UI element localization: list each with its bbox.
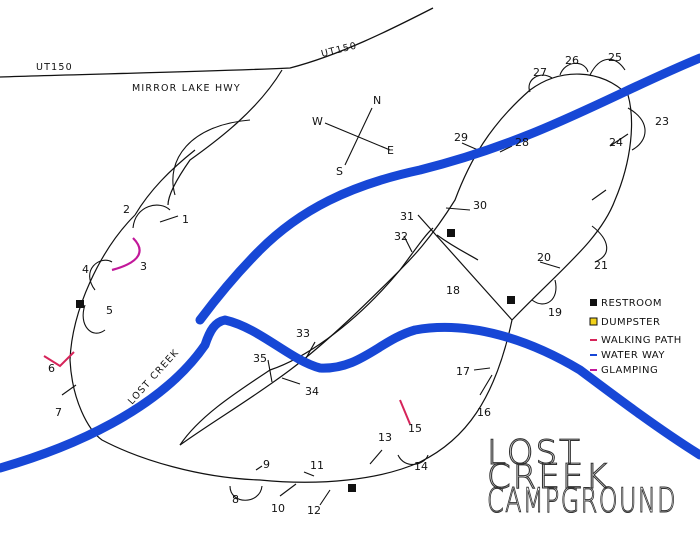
glamping-site-3 bbox=[111, 237, 141, 272]
site-label: 35 bbox=[253, 352, 267, 365]
site-label: 9 bbox=[263, 458, 270, 471]
site-label: 15 bbox=[408, 422, 422, 435]
restroom-marker bbox=[348, 484, 356, 492]
map-legend: RESTROOM DUMPSTER WALKING PATH WATER WAY… bbox=[589, 298, 682, 376]
compass-rose bbox=[324, 107, 391, 166]
site-label: 10 bbox=[271, 502, 285, 515]
highway-road bbox=[0, 7, 434, 78]
site-label: 28 bbox=[515, 136, 529, 149]
site-label: 11 bbox=[310, 459, 324, 472]
site-label: 30 bbox=[473, 199, 487, 212]
site-label: 31 bbox=[400, 210, 414, 223]
walking-path-15 bbox=[399, 399, 411, 425]
site-label: 6 bbox=[48, 362, 55, 375]
compass-s: S bbox=[336, 165, 343, 178]
legend-dumpster-symbol bbox=[589, 317, 598, 326]
restroom-marker bbox=[76, 300, 84, 308]
walking-path-6 bbox=[43, 351, 75, 368]
loop-road-outer bbox=[69, 73, 633, 483]
campsite-pads bbox=[82, 58, 646, 501]
highway-label-right: UT150 bbox=[320, 40, 358, 60]
site-label: 24 bbox=[609, 136, 623, 149]
title-line-2: CREEK bbox=[487, 457, 610, 497]
site-label: 20 bbox=[537, 251, 551, 264]
site-label: 1 bbox=[182, 213, 189, 226]
highway-name-label: MIRROR LAKE HWY bbox=[132, 83, 241, 94]
site-label: 26 bbox=[565, 54, 579, 67]
restroom-marker bbox=[447, 229, 455, 237]
site-label: 2 bbox=[123, 203, 130, 216]
site-label: 23 bbox=[655, 115, 669, 128]
site-label: 7 bbox=[55, 406, 62, 419]
restroom-marker bbox=[507, 296, 515, 304]
legend-water-way-label: WATER WAY bbox=[601, 350, 665, 361]
site-label: 18 bbox=[446, 284, 460, 297]
site-label: 12 bbox=[307, 504, 321, 517]
title-line-1: LOST bbox=[487, 433, 582, 473]
site-label: 21 bbox=[594, 259, 608, 272]
site-label: 32 bbox=[394, 230, 408, 243]
branch-road-18 bbox=[436, 234, 479, 261]
loop-road-upper bbox=[134, 149, 196, 216]
site-label: 14 bbox=[414, 460, 428, 473]
site-label: 16 bbox=[477, 406, 491, 419]
site-numbers: 1 2 3 4 5 6 7 8 9 10 11 12 13 14 15 16 1… bbox=[48, 51, 669, 517]
site-label: 19 bbox=[548, 306, 562, 319]
legend-walking-path-label: WALKING PATH bbox=[601, 335, 682, 346]
site-label: 8 bbox=[232, 493, 239, 506]
legend-restroom-label: RESTROOM bbox=[601, 298, 662, 309]
map-title: LOST CREEK CAMPGROUND bbox=[486, 432, 677, 521]
legend-restroom-symbol bbox=[590, 299, 597, 306]
site-label: 29 bbox=[454, 131, 468, 144]
highway-label-left: UT150 bbox=[36, 62, 73, 73]
branch-road-31 bbox=[417, 214, 513, 321]
site-label: 13 bbox=[378, 431, 392, 444]
site-label: 4 bbox=[82, 263, 89, 276]
entrance-road bbox=[167, 69, 283, 206]
site-label: 5 bbox=[106, 304, 113, 317]
water-way-upper bbox=[195, 53, 700, 325]
site-label: 3 bbox=[140, 260, 147, 273]
water-way-lost-creek bbox=[0, 315, 700, 473]
inner-road-diagonal bbox=[179, 227, 434, 446]
compass-e: E bbox=[387, 144, 394, 157]
legend-glamping-label: GLAMPING bbox=[601, 365, 658, 376]
site-label: 27 bbox=[533, 66, 547, 79]
legend-dumpster-label: DUMPSTER bbox=[601, 317, 660, 328]
site-tick-lines bbox=[61, 133, 629, 506]
site-label: 25 bbox=[608, 51, 622, 64]
site-label: 17 bbox=[456, 365, 470, 378]
site-label: 34 bbox=[305, 385, 319, 398]
center-road-33 bbox=[304, 341, 316, 361]
compass-w: W bbox=[312, 115, 323, 128]
compass-n: N bbox=[373, 94, 381, 107]
title-line-3: CAMPGROUND bbox=[487, 481, 677, 521]
site-label: 33 bbox=[296, 327, 310, 340]
